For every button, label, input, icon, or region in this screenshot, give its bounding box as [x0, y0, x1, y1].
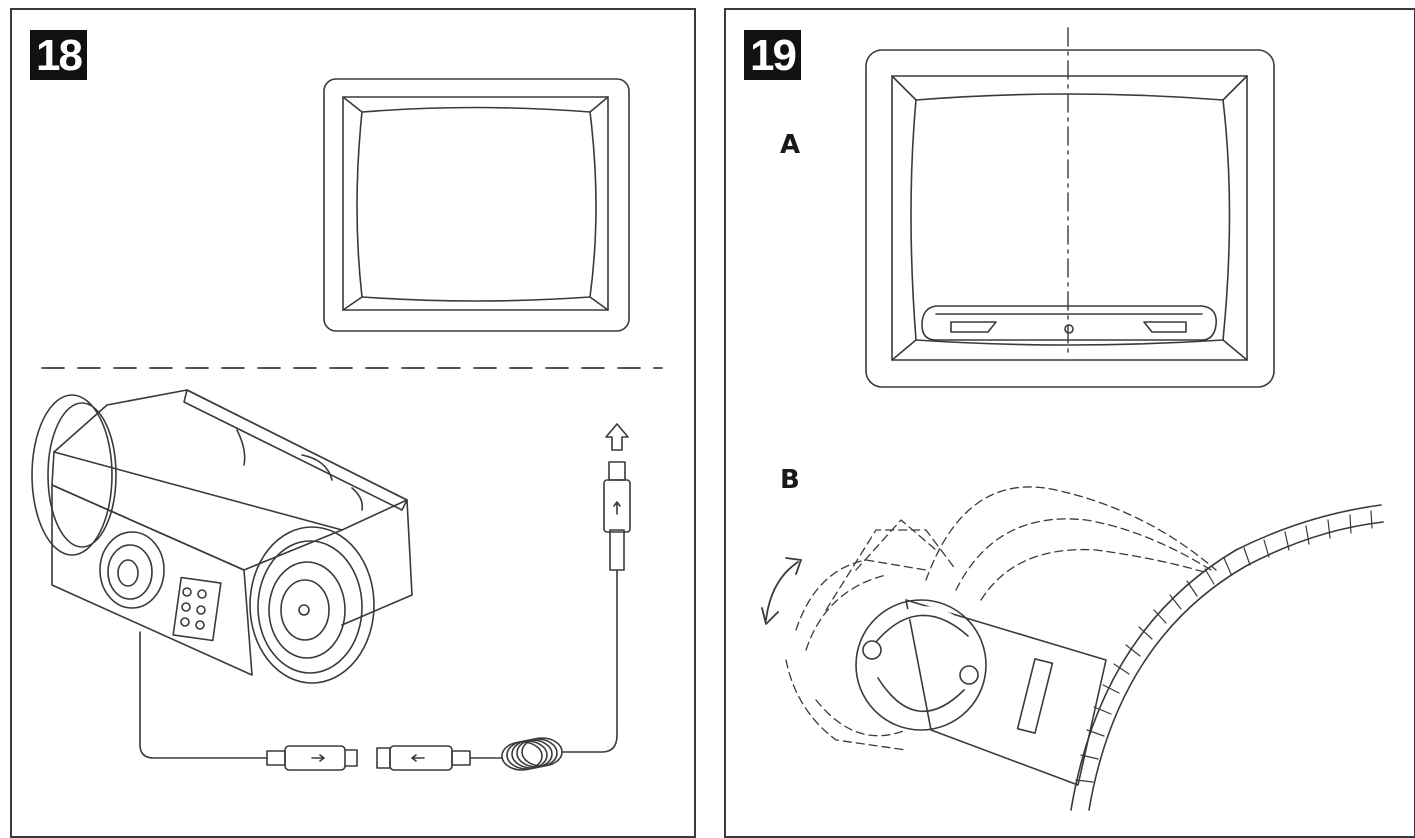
step-number-badge: 19	[744, 30, 801, 80]
camera-angle-adjustment-view	[761, 486, 1384, 811]
camera-unit	[31, 389, 631, 771]
step-number-badge: 18	[30, 30, 87, 80]
step-18-illustration	[31, 78, 663, 771]
step-19-panel: 19 A B	[724, 8, 1415, 838]
sub-label-a: A	[780, 130, 801, 160]
monitor-front-view	[323, 78, 630, 332]
sub-label-b: B	[780, 465, 800, 495]
monitor-rear-mount-view	[865, 27, 1275, 388]
step-19-illustration	[761, 27, 1384, 811]
step-18-panel: 18	[10, 8, 696, 838]
